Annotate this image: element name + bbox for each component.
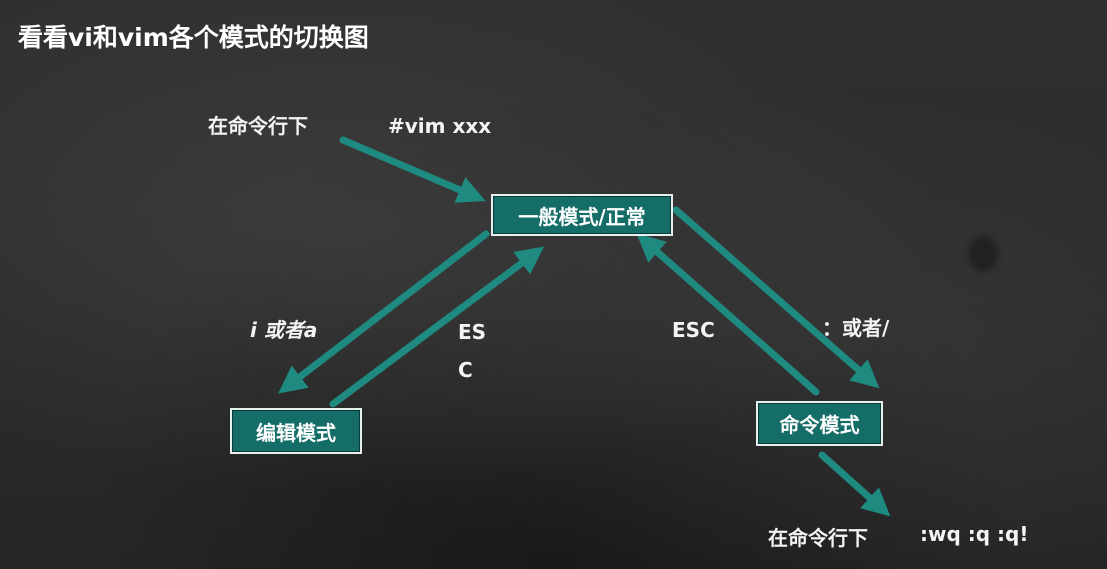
to-command-label: ：或者/ [822, 316, 890, 340]
command-back-label: ESC [672, 318, 715, 342]
arrow-normal-to-command [672, 206, 880, 389]
arrow-edit-to-normal [329, 246, 545, 408]
normal-mode-node: 一般模式/正常 [491, 194, 673, 236]
arrow-normal-to-edit [278, 230, 490, 394]
arrow-command-to-end [818, 451, 891, 517]
start-command: #vim xxx [388, 114, 492, 138]
arrow-start-to-normal [339, 136, 486, 203]
edit-back-label-line2: C [458, 358, 473, 382]
to-edit-label: i 或者a [250, 318, 318, 342]
arrow-command-to-normal [636, 233, 820, 396]
edit-back-label-line1: ES [458, 320, 487, 344]
start-label: 在命令行下 [208, 114, 308, 138]
chalkboard-smudge [968, 236, 998, 272]
command-mode-node: 命令模式 [756, 401, 883, 446]
page-title: 看看vi和vim各个模式的切换图 [18, 23, 369, 52]
edit-mode-node: 编辑模式 [230, 408, 362, 454]
end-commands: :wq :q :q! [920, 522, 1029, 546]
end-label: 在命令行下 [768, 526, 868, 550]
